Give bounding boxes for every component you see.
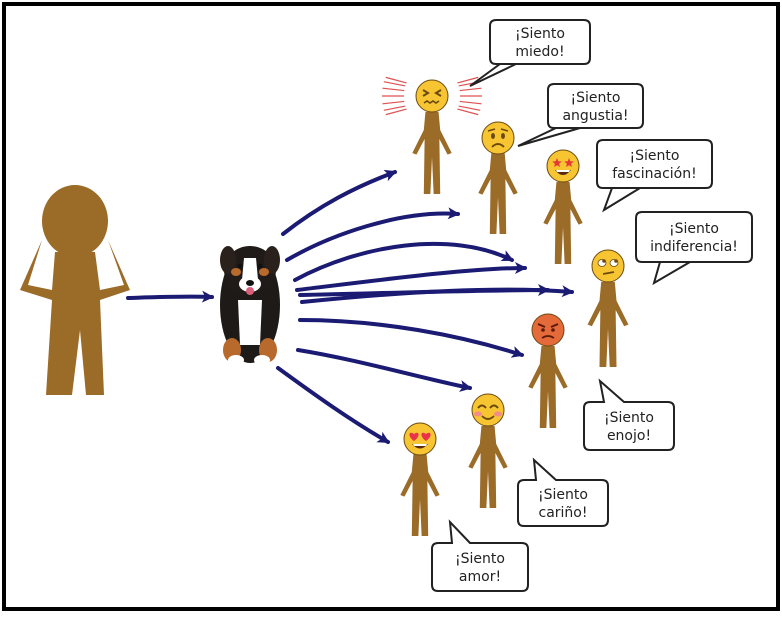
person-body (587, 282, 629, 367)
arrow-to-indiferencia-1 (295, 262, 527, 292)
scared-face-icon (382, 76, 482, 116)
bubble-line-2: indiferencia! (650, 239, 738, 255)
reaction-enojo: ¡Siento enojo! (528, 313, 675, 451)
speech-bubble-indiferencia: ¡Siento indiferencia! (635, 211, 753, 286)
person-body (400, 454, 440, 536)
bubble-line-1: ¡Siento (538, 487, 588, 503)
arrow-to-carino (296, 348, 472, 392)
arrow-to-miedo (281, 169, 397, 236)
person-figure-icon (478, 152, 518, 234)
speech-bubble-shape (596, 139, 713, 213)
reaction-amor: ¡Siento amor! (400, 422, 529, 592)
reaction-fascinacion: ¡Siento fascinación! (543, 139, 713, 264)
speech-bubble-shape (635, 211, 753, 286)
worried-face-icon (481, 121, 515, 155)
arrow-to-fascinacion (293, 241, 514, 282)
speech-bubble-miedo: ¡Siento miedo! (469, 19, 591, 87)
angry-face-icon (531, 313, 565, 347)
arrow-person-to-dog (126, 290, 214, 303)
speech-bubble-fascinacion: ¡Siento fascinación! (596, 139, 713, 213)
arrow-to-enojo (298, 318, 524, 358)
person-body (478, 152, 518, 234)
bubble-line-1: ¡Siento (455, 551, 505, 567)
arrow-to-indiferencia-3 (300, 285, 574, 304)
bubble-line-2: enojo! (607, 428, 651, 444)
reaction-angustia: ¡Siento angustia! (478, 83, 644, 234)
heart-eyes-face-icon (403, 422, 437, 456)
speech-bubble-shape (431, 519, 529, 592)
person-figure-icon (412, 112, 452, 194)
eye-roll-face-icon (591, 249, 625, 283)
star-struck-face-icon (546, 149, 580, 183)
bubble-line-2: miedo! (515, 44, 564, 60)
person-figure-icon (20, 185, 130, 395)
bubble-line-1: ¡Siento (669, 221, 719, 237)
person-body (468, 426, 508, 508)
speech-bubble-shape (517, 457, 609, 527)
bubble-line-2: fascinación! (612, 166, 696, 182)
speech-bubble-shape (469, 19, 591, 87)
reaction-carino: ¡Siento cariño! (468, 393, 609, 527)
smiling-face-icon (471, 393, 505, 427)
speech-bubble-enojo: ¡Siento enojo! (583, 378, 675, 451)
bubble-line-1: ¡Siento (630, 148, 680, 164)
speech-bubble-shape (583, 378, 675, 451)
person-body (528, 346, 568, 428)
dog-icon (220, 246, 280, 365)
person-figure-icon (528, 346, 568, 428)
person-body (412, 112, 452, 194)
person-figure-icon (543, 182, 583, 264)
speech-bubble-shape (517, 83, 644, 147)
arrow-to-amor (276, 366, 390, 444)
speech-bubble-amor: ¡Siento amor! (431, 519, 529, 592)
bubble-line-2: amor! (459, 569, 501, 585)
bubble-line-2: angustia! (562, 108, 628, 124)
speech-bubble-angustia: ¡Siento angustia! (517, 83, 644, 147)
reaction-indiferencia: ¡Siento indiferencia! (587, 211, 753, 367)
speech-bubble-carino: ¡Siento cariño! (517, 457, 609, 527)
person-figure-icon (587, 282, 629, 367)
arrow-to-angustia (285, 207, 460, 262)
reaction-miedo: ¡Siento miedo! (382, 19, 591, 194)
person-body (543, 182, 583, 264)
arrows (126, 169, 574, 444)
person-figure-icon (468, 426, 508, 508)
person-figure-icon (400, 454, 440, 536)
bubble-line-1: ¡Siento (604, 410, 654, 426)
bubble-line-2: cariño! (539, 505, 588, 521)
bubble-line-1: ¡Siento (515, 26, 565, 42)
bubble-line-1: ¡Siento (571, 90, 621, 106)
